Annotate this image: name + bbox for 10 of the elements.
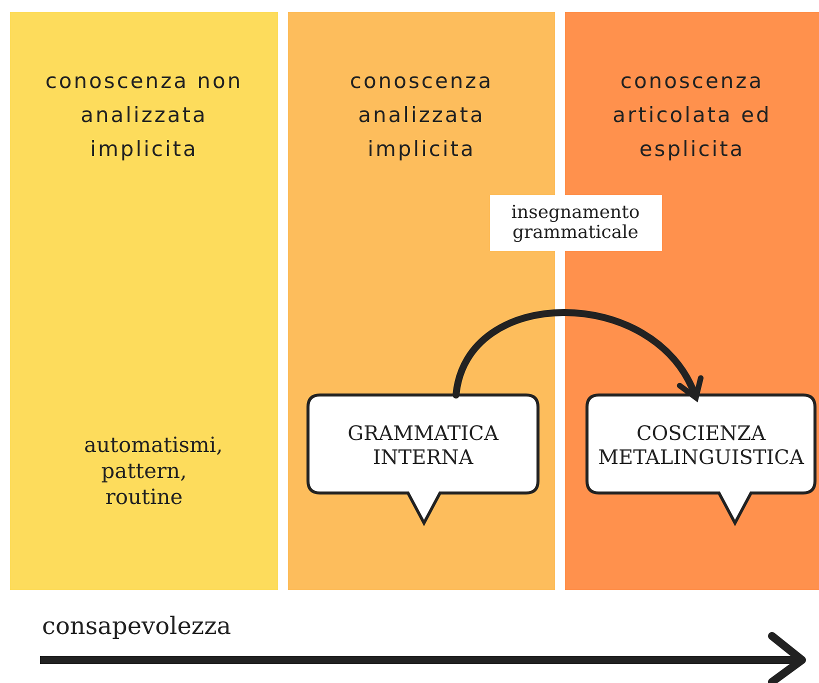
axis-label: consapevolezza [42,612,232,640]
edge-label: insegnamento grammaticale [490,195,662,251]
column-text: automatismi, pattern, routine [83,432,224,510]
bubble-text: GRAMMATICA INTERNA [346,421,500,469]
column-heading: conoscenza analizzata implicita [348,68,494,163]
column-heading: conoscenza non analizzata implicita [44,68,244,163]
curved-arrow [452,309,702,400]
bubble-text: COSCIENZA METALINGUISTICA [597,421,806,469]
column-heading: conoscenza articolata ed esplicita [612,68,772,163]
column-band [10,12,278,590]
